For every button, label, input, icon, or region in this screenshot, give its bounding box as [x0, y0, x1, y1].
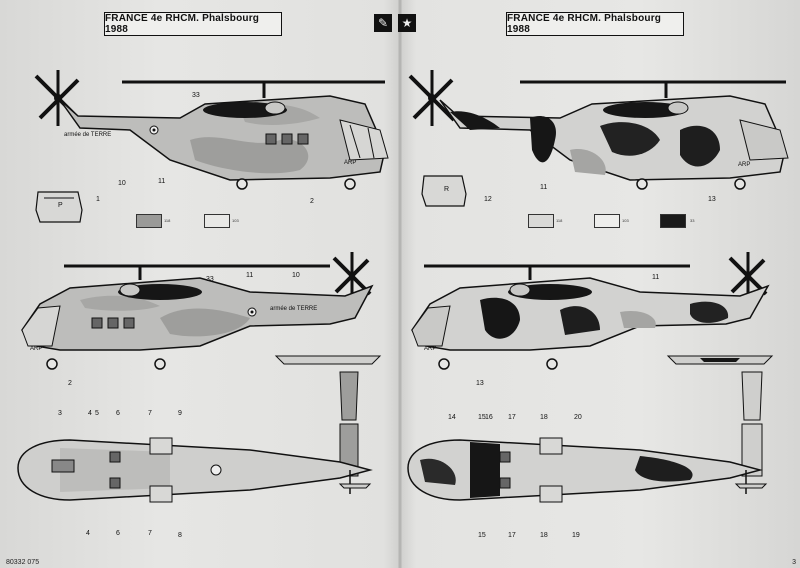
callout-13-middle: 13 — [476, 380, 484, 387]
marking-arp-middle: ARP — [30, 346, 43, 352]
door-detail-left — [35, 191, 83, 223]
swatch-label-118-left: 118 — [164, 218, 171, 223]
callout-2-top: 2 — [310, 198, 314, 205]
marking-r: R — [444, 186, 450, 193]
marking-armee-middle: armée de TERRE — [270, 306, 318, 312]
swatch-label-33-right: 33 — [690, 218, 695, 223]
marking-arp-right-middle: ARP — [424, 346, 437, 352]
callout-16: 16 — [485, 414, 493, 421]
callout-33-top: 33 — [192, 92, 200, 99]
callout-11-top: 11 — [158, 178, 166, 185]
right-side-view-top — [408, 70, 789, 190]
left-side-view-middle — [21, 252, 374, 370]
stabilizer-detail-right — [666, 355, 774, 477]
right-panel-title: FRANCE 4e RHCM. Phalsbourg 1988 — [506, 12, 684, 36]
door-detail-right — [421, 175, 467, 207]
marking-armee-top: armée de TERRE — [64, 132, 112, 138]
swatch-label-103-left: 103 — [232, 218, 239, 223]
swatch-label-118-right: 118 — [556, 218, 563, 223]
swatch-33-right — [660, 214, 686, 228]
callout-15-bottom: 15 — [478, 532, 486, 539]
callout-17-top: 17 — [508, 414, 516, 421]
callout-5: 5 — [95, 410, 99, 417]
right-top-view — [407, 437, 768, 503]
callout-18-top: 18 — [540, 414, 548, 421]
left-top-view — [17, 437, 373, 503]
callout-6-bottom: 6 — [116, 530, 120, 537]
callout-7-top: 7 — [148, 410, 152, 417]
marking-arp-right-top: ARP — [738, 162, 751, 168]
left-panel-title: FRANCE 4e RHCM. Phalsbourg 1988 — [104, 12, 282, 36]
callout-11-right-middle: 11 — [652, 274, 660, 281]
callout-10-middle: 10 — [292, 272, 300, 279]
callout-7-bottom: 7 — [148, 530, 152, 537]
callout-10-top: 10 — [118, 180, 126, 187]
swatch-103-right — [594, 214, 620, 228]
callout-3: 3 — [58, 410, 62, 417]
left-side-view-top — [34, 70, 389, 190]
callout-17-bottom: 17 — [508, 532, 516, 539]
callout-9: 9 — [178, 410, 182, 417]
swatch-118-right — [528, 214, 554, 228]
callout-4-bottom: 4 — [86, 530, 90, 537]
brush-icon: ✎ — [374, 14, 392, 32]
callout-15-top: 15 — [478, 414, 486, 421]
marking-p: P — [58, 202, 63, 209]
callout-19: 19 — [572, 532, 580, 539]
callout-1: 1 — [96, 196, 100, 203]
callout-11-right-top: 11 — [540, 184, 548, 191]
callout-11-middle: 11 — [246, 272, 254, 279]
callout-33-middle: 33 — [206, 276, 214, 283]
swatch-118-left — [136, 214, 162, 228]
callout-12: 12 — [484, 196, 492, 203]
callout-18-bottom: 18 — [540, 532, 548, 539]
star-icon: ★ — [398, 14, 416, 32]
swatch-label-103-right: 103 — [622, 218, 629, 223]
callout-4-top: 4 — [88, 410, 92, 417]
page-number: 3 — [792, 559, 796, 566]
swatch-103-left — [204, 214, 230, 228]
callout-20: 20 — [574, 414, 582, 421]
right-side-view-middle — [411, 252, 770, 370]
callout-6-top: 6 — [116, 410, 120, 417]
callout-2-middle: 2 — [68, 380, 72, 387]
marking-arp-top: ARP — [344, 160, 357, 166]
callout-14: 14 — [448, 414, 456, 421]
callout-13-top: 13 — [708, 196, 716, 203]
footer-code: 80332 075 — [6, 559, 40, 566]
callout-8: 8 — [178, 532, 182, 539]
